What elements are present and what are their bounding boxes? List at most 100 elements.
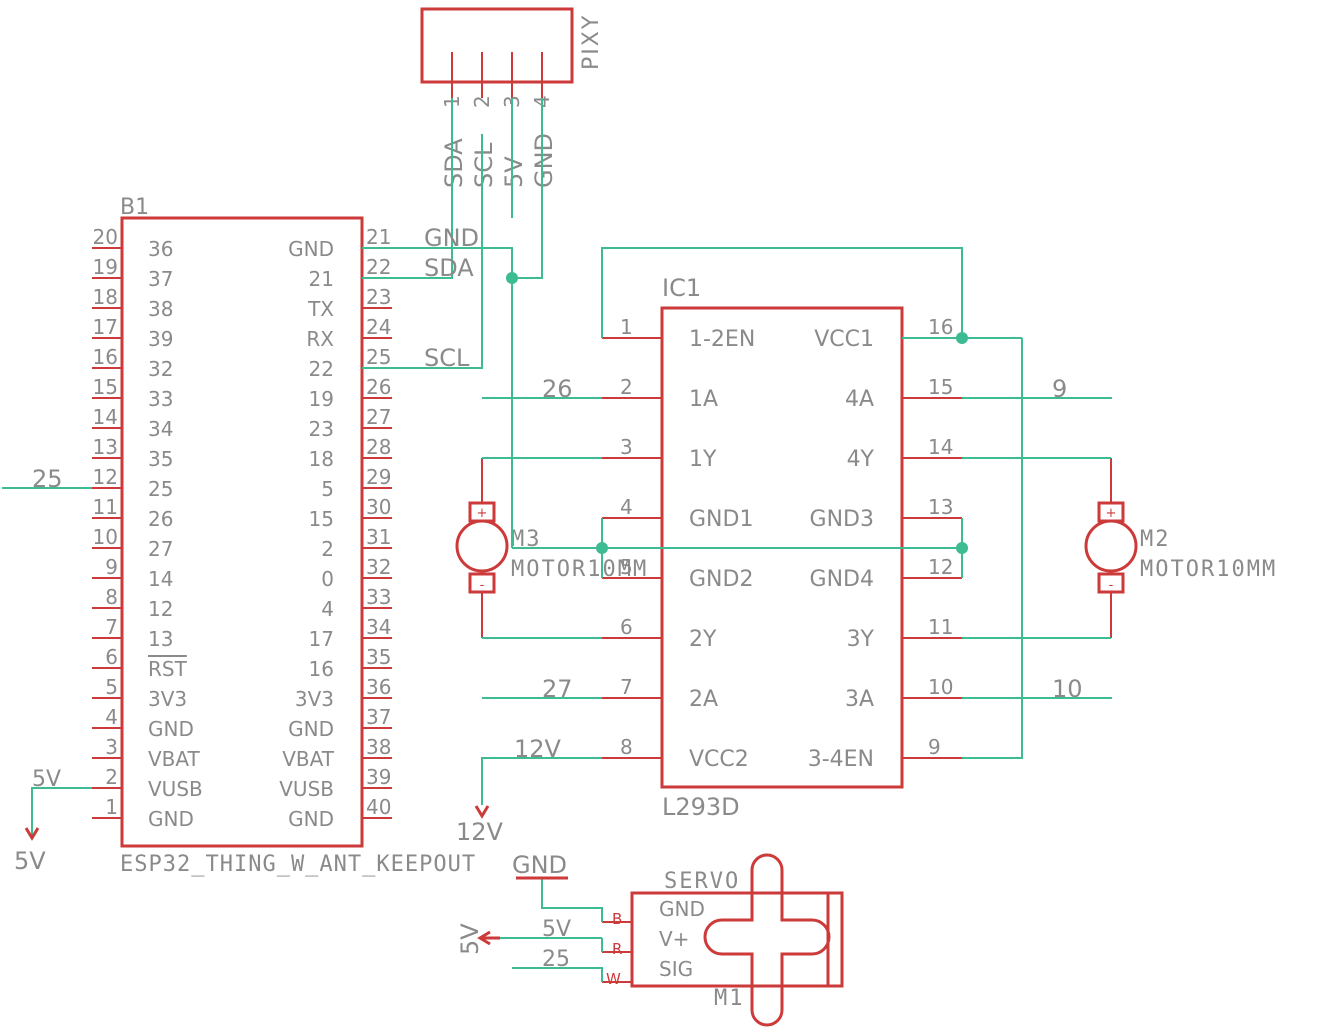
- l293d-pin-number: 14: [928, 435, 953, 459]
- l293d-pin-name: 3-4EN: [808, 747, 874, 772]
- esp32-pin-name: GND: [148, 807, 194, 831]
- servo-horn-icon: [703, 853, 831, 1027]
- esp32-pin-number: 37: [366, 705, 391, 729]
- l293d-pin-name: 2Y: [689, 627, 717, 652]
- esp32-pin-name: 13: [148, 627, 173, 651]
- esp32-pin-number: 12: [93, 465, 118, 489]
- servo-pin-letter: R: [612, 940, 622, 958]
- l293d-pin-number: 5: [620, 555, 633, 579]
- esp32-pin-number: 33: [366, 585, 391, 609]
- l293d-pin-number: 7: [620, 675, 633, 699]
- supply-5v-servo: 5V: [456, 923, 484, 955]
- esp32-pin-name: 26: [148, 507, 173, 531]
- servo-pin-name: V+: [659, 927, 689, 951]
- esp32-pin-name: 36: [148, 237, 173, 261]
- pixy-signal-label: SCL: [470, 142, 498, 188]
- esp32-pin-name: 16: [309, 657, 334, 681]
- servo-body: [630, 891, 844, 988]
- esp32-pin-name: 5: [321, 477, 334, 501]
- esp32-refdes: B1: [120, 195, 149, 220]
- l293d-pin-number: 12: [928, 555, 953, 579]
- l293d-pin-name: VCC2: [689, 747, 749, 772]
- esp32-pin-number: 6: [105, 645, 118, 669]
- supply-12v: 12V: [456, 818, 504, 846]
- net-label-5v: 5V: [32, 767, 61, 792]
- junction: [956, 542, 968, 554]
- l293d-pin-number: 11: [928, 615, 953, 639]
- esp32-pin-name: 38: [148, 297, 173, 321]
- esp32-pin-name: GND: [288, 717, 334, 741]
- esp32-pin-number: 30: [366, 495, 391, 519]
- esp32-pin-number: 23: [366, 285, 391, 309]
- motor-m2-refdes: M2: [1140, 527, 1171, 552]
- esp32-pin-number: 22: [366, 255, 391, 279]
- l293d-pin-number: 16: [928, 315, 953, 339]
- l293d-pin-name: GND3: [810, 507, 874, 532]
- esp32-pin-name: 17: [309, 627, 334, 651]
- esp32-pin-number: 38: [366, 735, 391, 759]
- esp32-pin-name: VUSB: [279, 777, 334, 801]
- esp32-pin-name: 23: [309, 417, 334, 441]
- esp32-pin-number: 20: [93, 225, 118, 249]
- esp32-pin-name: GND: [148, 717, 194, 741]
- esp32-pin-name: 35: [148, 447, 173, 471]
- esp32-pin-name: 39: [148, 327, 173, 351]
- esp32-pin-number: 7: [105, 615, 118, 639]
- esp32-pin-number: 18: [93, 285, 118, 309]
- motor-m3-minus: -: [480, 578, 485, 593]
- esp32-pin-name: 3V3: [148, 687, 187, 711]
- esp32-value: ESP32_THING_W_ANT_KEEPOUT: [120, 852, 476, 877]
- l293d-pin-number: 1: [620, 315, 633, 339]
- esp32-pin-name: GND: [288, 237, 334, 261]
- l293d-refdes: IC1: [662, 274, 701, 302]
- servo-part: B R W GND V+ SIG SERVO M1: [602, 853, 844, 1027]
- esp32-pin-name: 14: [148, 567, 173, 591]
- esp32-pin-number: 25: [366, 345, 391, 369]
- pixy-signal-label: GND: [530, 133, 558, 188]
- esp32-pin-number: 28: [366, 435, 391, 459]
- esp32-pin-number: 11: [93, 495, 118, 519]
- l293d-pin-number: 15: [928, 375, 953, 399]
- l293d-pin-name: 1-2EN: [689, 327, 755, 352]
- l293d-pin-name: 4Y: [847, 447, 875, 472]
- supply-5v-left: 5V: [14, 847, 46, 875]
- motor-m3-value: MOTOR10MM: [511, 557, 648, 582]
- l293d-pin-name: 1Y: [689, 447, 717, 472]
- net-label-25: 25: [32, 465, 63, 493]
- net-label-servo-5v: 5V: [542, 917, 571, 942]
- motor-m3: + - M3 MOTOR10MM: [455, 458, 648, 638]
- esp32-pin-number: 35: [366, 645, 391, 669]
- esp32-right-pins: 21GND222123TX24RX25222619272328182953015…: [279, 225, 392, 831]
- esp32-pin-number: 2: [105, 765, 118, 789]
- esp32-pin-name: VUSB: [148, 777, 203, 801]
- l293d-pin-name: 3Y: [847, 627, 875, 652]
- l293d-pin-name: VCC1: [814, 327, 874, 352]
- junction: [596, 542, 608, 554]
- esp32-pin-number: 1: [105, 795, 118, 819]
- l293d-pin-name: GND2: [689, 567, 753, 592]
- l293d-value: L293D: [662, 793, 740, 821]
- pixy-body: [420, 7, 574, 84]
- esp32-pin-name: 15: [309, 507, 334, 531]
- l293d-pin-number: 9: [928, 735, 941, 759]
- esp32-pin-name: VBAT: [148, 747, 201, 771]
- esp32-pin-number: 39: [366, 765, 391, 789]
- esp32-pin-name: 32: [148, 357, 173, 381]
- motor-m2: + - M2 MOTOR10MM: [1084, 458, 1275, 638]
- l293d-pin-name: 3A: [845, 687, 874, 712]
- l293d-pin-name: 2A: [689, 687, 718, 712]
- net-label-gnd: GND: [424, 224, 479, 252]
- net-label-servo-25: 25: [542, 947, 570, 972]
- l293d-pin-number: 3: [620, 435, 633, 459]
- esp32-pin-name: 25: [148, 477, 173, 501]
- esp32-pin-number: 8: [105, 585, 118, 609]
- esp32-pin-name: GND: [288, 807, 334, 831]
- motor-m3-plus: +: [477, 506, 488, 521]
- l293d-pin-number: 10: [928, 675, 953, 699]
- esp32-pin-number: 19: [93, 255, 118, 279]
- esp32-pin-number: 32: [366, 555, 391, 579]
- esp32-pin-number: 16: [93, 345, 118, 369]
